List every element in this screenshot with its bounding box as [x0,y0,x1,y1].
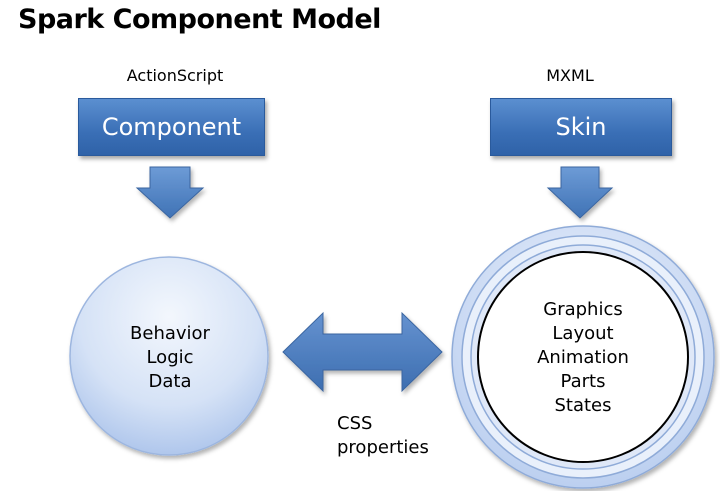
behavior-circle [69,256,269,456]
skin-box: Skin [490,98,672,156]
diagram-title: Spark Component Model [18,4,381,35]
circle-line: Behavior [130,323,210,344]
circle-line: States [554,395,612,416]
left-down-arrow [135,166,205,219]
circle-line: Animation [537,347,629,368]
component-box: Component [78,98,265,156]
css-label-line: properties [337,437,429,458]
skin-core-circle [477,251,689,463]
actionscript-label: ActionScript [126,66,224,85]
right-down-arrow [546,166,614,219]
circle-line: Logic [146,347,194,368]
css-properties-label: CSS properties [337,412,429,460]
css-double-arrow [282,311,443,393]
behavior-circle-text: Behavior Logic Data [100,322,240,394]
skin-circle-text: Graphics Layout Animation Parts States [508,298,658,418]
circle-line: Layout [552,323,614,344]
circle-line: Parts [560,371,606,392]
circle-line: Data [148,371,192,392]
css-label-line: CSS [337,413,373,434]
skin-box-label: Skin [555,113,607,141]
component-box-label: Component [101,113,242,141]
mxml-label: MXML [546,66,594,85]
circle-line: Graphics [543,299,623,320]
